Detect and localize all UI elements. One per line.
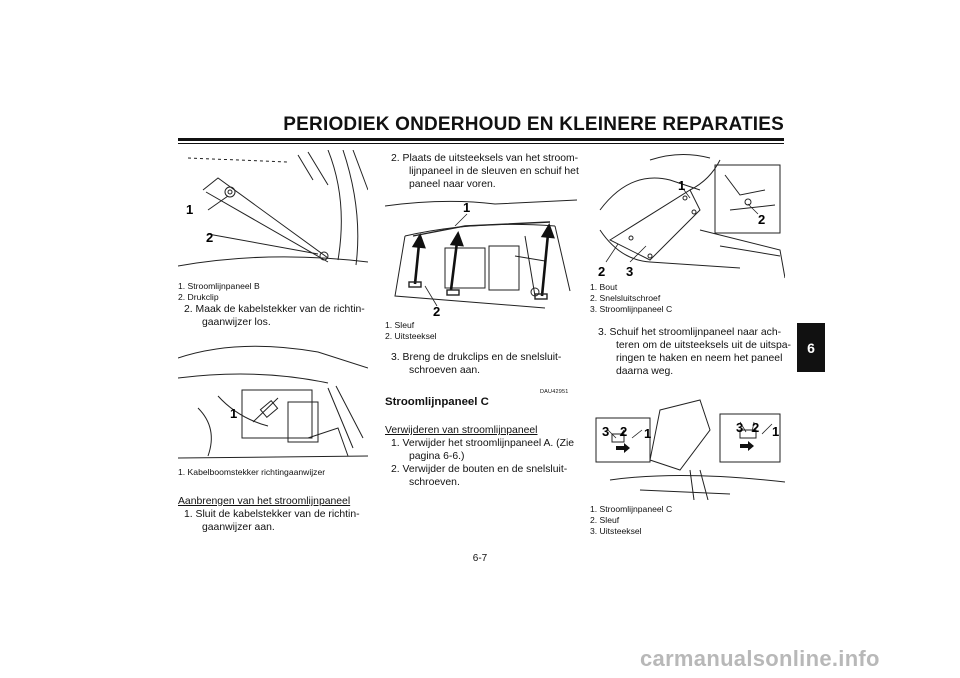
callout-1: 1 [463, 200, 470, 215]
step-3: 3. Breng de drukclips en de snelsluit- s… [385, 351, 577, 381]
removing-heading: Verwijderen van stroomlijnpaneel [385, 425, 538, 436]
callout-1: 1 [772, 424, 779, 439]
illustration-fairing-c-removal: 3 2 1 3 2 1 [590, 390, 785, 500]
callout-1: 1 [644, 426, 651, 441]
caption-item: 3. Stroomlijnpaneel C [590, 304, 673, 314]
caption-item: 1. Stroomlijnpaneel B [178, 281, 260, 291]
step-text: gaanwijzer aan. [202, 522, 275, 533]
caption-item: 1. Sleuf [385, 320, 415, 330]
section-heading: Stroomlijnpaneel C [385, 396, 489, 408]
figure-caption: 1. Stroomlijnpaneel B 2. Drukclip [178, 281, 260, 303]
caption-item: 1. Bout [590, 282, 618, 292]
header-rule [178, 138, 784, 141]
callout-3: 3 [626, 264, 633, 279]
callout-2: 2 [752, 420, 759, 435]
step-2: 2. Maak de kabelstekker van de richtin- … [178, 303, 370, 333]
installing-heading: Aanbrengen van het stroomlijnpaneel [178, 496, 351, 507]
illustration-fairing-b: 1 2 [178, 150, 368, 278]
step-text: 1. Verwijder het stroomlijnpaneel A. (Zi… [391, 438, 575, 449]
callout-1: 1 [230, 406, 237, 421]
callout-3: 3 [602, 424, 609, 439]
callout-2: 2 [433, 304, 440, 316]
figure-caption: 1. Sleuf 2. Uitsteeksel [385, 320, 437, 342]
caption-item: 3. Uitsteeksel [590, 526, 642, 536]
illustration-slots-tabs: 1 2 [385, 196, 577, 316]
step-text: 2. Maak de kabelstekker van de richtin- [184, 304, 365, 315]
watermark: carmanualsonline.info [640, 646, 880, 671]
step-text: ringen te haken en neem het paneel [616, 353, 783, 364]
step-text: teren om de uitsteeksels uit de uitspa- [616, 340, 792, 351]
figure-caption: 1. Stroomlijnpaneel C 2. Sleuf 3. Uitste… [590, 504, 672, 537]
step-text: schroeven aan. [409, 365, 481, 376]
step-2-place-tabs: 2. Plaats de uitsteeksels van het stroom… [385, 152, 579, 194]
step-3-slide-panel: 3. Schuif het stroomlijnpaneel naar ach-… [590, 326, 791, 380]
figure-caption: 1. Bout 2. Snelsluitschroef 3. Stroomlij… [590, 282, 672, 315]
step-text: lijnpaneel in de sleuven en schuif het [409, 166, 579, 177]
illustration-fairing-c-bolts: 1 2 2 3 [590, 150, 785, 280]
callout-2: 2 [598, 264, 605, 279]
step-text: 2. Plaats de uitsteeksels van het stroom… [391, 153, 579, 164]
step-text: gaanwijzer los. [202, 317, 271, 328]
step-text: pagina 6-6.) [409, 451, 465, 462]
step-text: 2. Verwijder de bouten en de snelsluit- [391, 464, 568, 475]
install-step-1: 1. Sluit de kabelstekker van de richtin-… [178, 508, 370, 538]
section-code: DAU42951 [540, 389, 569, 395]
page-title: PERIODIEK ONDERHOUD EN KLEINERE REPARATI… [283, 114, 784, 135]
callout-1: 1 [678, 178, 685, 193]
step-text: paneel naar voren. [409, 179, 496, 190]
caption-item: 1. Stroomlijnpaneel C [590, 504, 673, 514]
page-number: 6-7 [472, 553, 488, 564]
caption-item: 2. Uitsteeksel [385, 331, 437, 341]
step-text: schroeven. [409, 477, 460, 488]
callout-2: 2 [758, 212, 765, 227]
callout-2: 2 [620, 424, 627, 439]
illustration-turn-signal-connector: 1 [178, 338, 368, 465]
caption-item: 1. Kabelboomstekker richtingaanwijzer [178, 467, 326, 477]
chapter-tab: 6 [797, 323, 825, 372]
figure-caption: 1. Kabelboomstekker richtingaanwijzer [178, 467, 325, 478]
step-text: 3. Schuif het stroomlijnpaneel naar ach- [598, 327, 782, 338]
caption-item: 2. Snelsluitschroef [590, 293, 661, 303]
step-text: 3. Breng de drukclips en de snelsluit- [391, 352, 562, 363]
step-text: daarna weg. [616, 366, 674, 377]
step-text: 1. Sluit de kabelstekker van de richtin- [184, 509, 360, 520]
callout-3: 3 [736, 420, 743, 435]
callout-1: 1 [186, 202, 193, 217]
caption-item: 2. Sleuf [590, 515, 620, 525]
callout-2: 2 [206, 230, 213, 245]
caption-item: 2. Drukclip [178, 292, 219, 302]
header-rule-thin [178, 143, 784, 144]
remove-steps: 1. Verwijder het stroomlijnpaneel A. (Zi… [385, 437, 577, 493]
